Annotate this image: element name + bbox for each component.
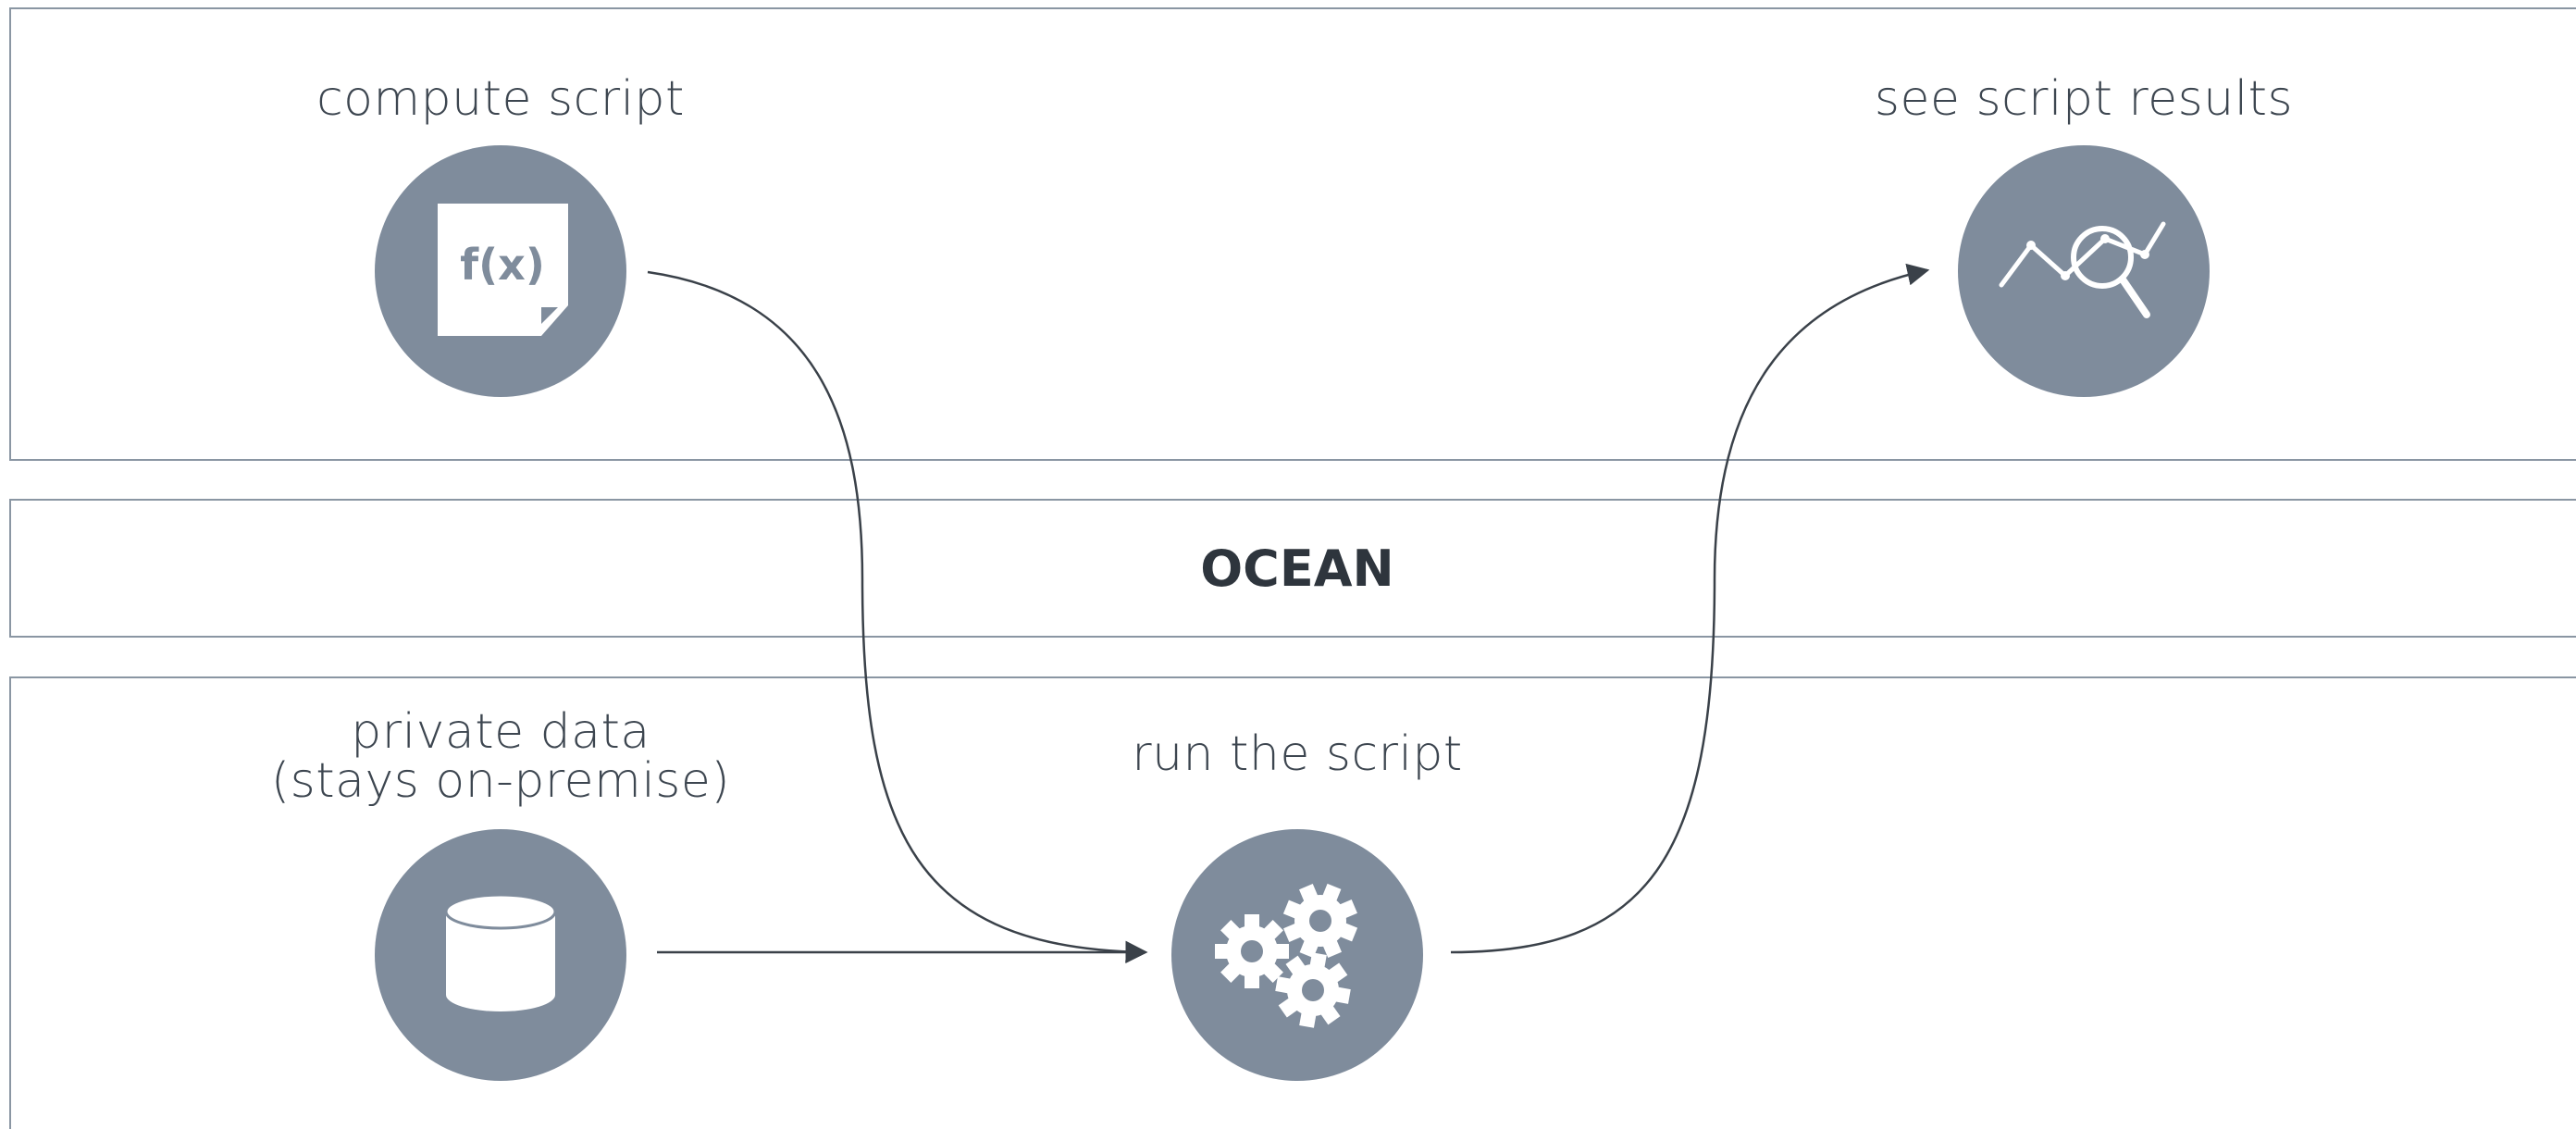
private-data-label-line1: private data	[351, 704, 650, 760]
private-data-label-line2: (stays on-premise)	[271, 753, 730, 809]
ocean-band	[9, 499, 2576, 638]
script-results-circle	[1958, 145, 2210, 397]
run-script-label: run the script	[1132, 726, 1463, 782]
node-run-script: run the script	[1132, 726, 1463, 1081]
database-icon	[444, 893, 557, 1011]
node-private-data: private data (stays on-premise)	[271, 704, 730, 1081]
node-script-results: see script results	[1875, 71, 2293, 397]
chart-magnifier-icon	[1999, 221, 2166, 318]
run-script-circle	[1171, 829, 1423, 1081]
node-compute-script: compute script f(x)	[316, 71, 685, 397]
ocean-label: OCEAN	[1200, 540, 1393, 598]
gears-icon	[1215, 883, 1358, 1028]
arrow-compute-to-run	[647, 270, 1148, 963]
function-icon-text: f(x)	[460, 240, 545, 290]
arrow-run-to-results	[1450, 263, 1930, 954]
compute-script-label: compute script	[316, 71, 685, 127]
function-document-icon: f(x)	[438, 204, 568, 336]
script-results-label: see script results	[1875, 71, 2293, 127]
